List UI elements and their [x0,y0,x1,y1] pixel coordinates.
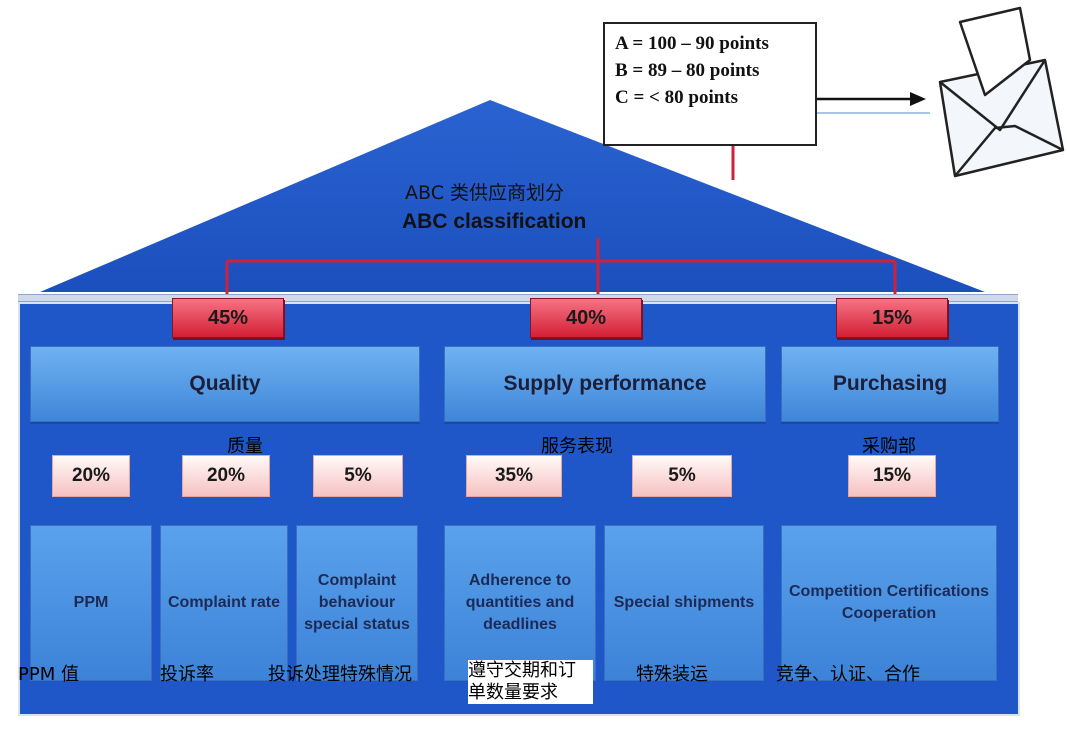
quality-weight-badge: 45% [172,298,284,338]
ppm-box: PPM [30,525,152,681]
special-shipments-box: Special shipments [604,525,764,681]
quality-header: Quality [30,346,420,422]
complaint-rate-weight-badge: 20% [182,455,270,497]
purchasing-criteria-box: Competition Certifications Cooperation [781,525,997,681]
roof-eave-band [18,294,1018,302]
grade-a-text: A = 100 – 90 points [615,33,769,54]
adherence-box: Adherence to quantities and deadlines [444,525,596,681]
special-shipments-weight-badge: 5% [632,455,732,497]
purchasing-criteria-weight-badge: 15% [848,455,936,497]
purchasing-weight-badge: 15% [836,298,948,338]
purchasing-cn-label: 采购部 [862,436,916,457]
adherence-cn-label: 遵守交期和订单数量要求 [468,660,593,704]
roof-triangle [40,100,985,292]
purchasing-criteria-cn-label: 竞争、认证、合作 [776,664,920,685]
open-envelope-icon [938,6,1065,178]
ppm-weight-badge: 20% [52,455,130,497]
grade-b-text: B = 89 – 80 points [615,60,760,81]
title-en: ABC classification [402,210,587,233]
complaint-rate-box: Complaint rate [160,525,288,681]
supply-cn-label: 服务表现 [541,436,613,457]
complaint-behaviour-box: Complaint behaviour special status [296,525,418,681]
grade-legend-box: A = 100 – 90 points B = 89 – 80 points C… [603,22,817,146]
right-arrow-icon [817,92,926,106]
complaint-rate-cn-label: 投诉率 [160,664,214,685]
title-cn: ABC 类供应商划分 [405,182,565,204]
supply-performance-header: Supply performance [444,346,766,422]
quality-cn-label: 质量 [227,436,263,457]
complaint-behaviour-cn-label: 投诉处理特殊情况 [268,664,412,685]
grade-c-text: C = < 80 points [615,87,739,108]
purchasing-header: Purchasing [781,346,999,422]
supply-weight-badge: 40% [530,298,642,338]
adherence-weight-badge: 35% [466,455,562,497]
complaint-behaviour-weight-badge: 5% [313,455,403,497]
ppm-cn-label: PPM 值 [18,664,79,685]
special-shipments-cn-label: 特殊装运 [636,664,708,685]
connector-lines [225,146,897,298]
